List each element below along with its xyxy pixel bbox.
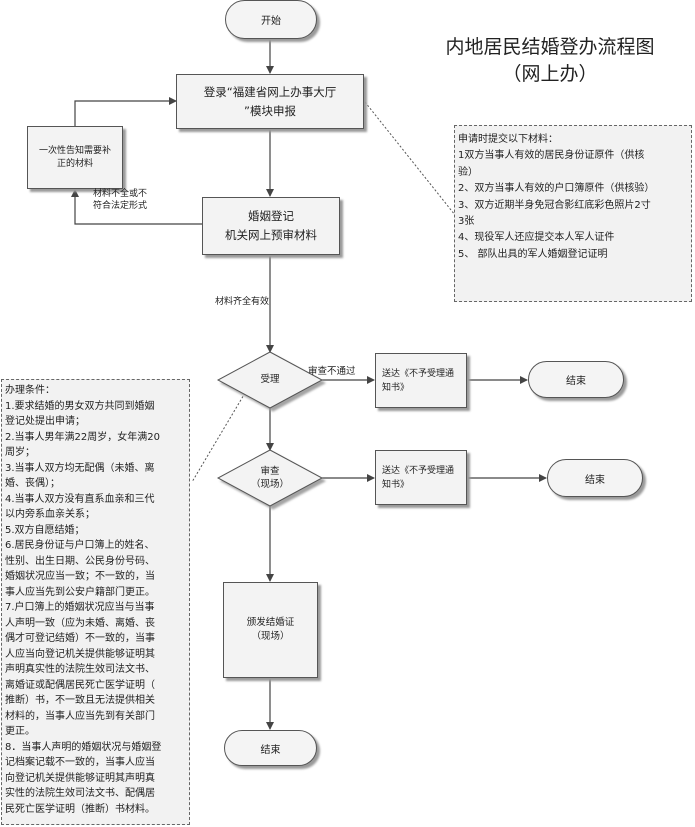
conditions-line-21: 推断）书，不一致且无法提供相关 — [5, 695, 155, 706]
end3-label: 结束 — [260, 744, 281, 756]
accept-text: 受理 — [260, 374, 280, 385]
reject2-line-1: 送达《不予受理通 — [382, 465, 455, 476]
diagram-title: 内地居民结婚登办流程图 （网上办） — [410, 34, 690, 88]
end1-node: 结束 — [528, 361, 624, 398]
issue-node: 颁发结婚证 （现场） — [223, 582, 318, 678]
precheck-line-1: 婚姻登记 — [248, 209, 294, 223]
materials-line-7: 4、现役军人还应提交本人军人证件 — [458, 232, 615, 244]
review-label: 审查 （现场） — [240, 465, 300, 491]
reject1-node: 送达《不予受理通 知书》 — [375, 353, 467, 408]
conditions-line-19: 声明真实性的法院生效司法文书、 — [5, 664, 155, 675]
conditions-line-7: 婚、丧偶）； — [5, 478, 60, 489]
login-line-2: ”模块申报 — [244, 103, 296, 118]
edge-precheck-notify — [71, 189, 202, 225]
materials-line-3: 验） — [458, 166, 478, 178]
notify-line-1: 一次性告知需要补 — [38, 145, 111, 156]
start-label: 开始 — [261, 16, 281, 27]
end2-node: 结束 — [547, 459, 643, 497]
conditions-line-24: 8．当事人声明的婚姻状况与婚姻登 — [5, 741, 162, 753]
conditions-line-2: 1.要求结婚的男女双方共同到婚姻 — [5, 400, 155, 412]
conditions-line-14: 事人应当先到公安户籍部门更正。 — [5, 586, 155, 598]
conditions-line-12: 性别、出生日期、公民身份号码、 — [5, 555, 155, 567]
end2-label: 结束 — [585, 474, 605, 486]
conditions-line-15: 7.户口簿上的婚姻状况应当与当事 — [5, 602, 155, 613]
complete-label: 材料齐全有效 — [215, 297, 270, 307]
conditions-note: 办理条件： 1.要求结婚的男女双方共同到婚姻 登记处提出申请； 2.当事人男年满… — [1, 379, 190, 825]
review-line-1: 审查 — [260, 466, 280, 477]
conditions-line-17: 偶才可登记结婚）不一致的，当事 — [5, 633, 155, 644]
conditions-line-27: 实性的法院生效司法文书、配偶居 — [5, 788, 155, 799]
conditions-line-16: 人声明一致（应为未婚、离婚、丧 — [5, 617, 155, 629]
issue-line-2: （现场） — [251, 631, 290, 642]
conditions-line-20: 离婚证或配偶居民死亡医学证明（ — [5, 679, 155, 691]
conditions-line-26: 向登记机关提供能够证明其声明真 — [5, 772, 155, 784]
precheck-line-2: 机关网上预审材料 — [225, 228, 317, 242]
reject2-node: 送达《不予受理通 知书》 — [375, 450, 467, 505]
end1-label: 结束 — [566, 376, 586, 387]
login-line-1: 登录“福建省网上办事大厅 — [203, 84, 337, 99]
materials-line-5: 3、双方近期半身免冠合影红底彩色照片2寸 — [458, 199, 651, 211]
notify-node: 一次性告知需要补 正的材料 — [27, 126, 123, 189]
conditions-line-18: 人应当向登记机关提供能够证明其 — [5, 648, 155, 660]
edge-accept-conditions-note — [191, 392, 246, 483]
materials-note: 申请时提交以下材料： 1双方当事人有效的居民身份证原件（供核 验） 2、双方当事… — [454, 125, 692, 302]
conditions-line-13: 婚姻状况应当一致；不一致的，当 — [5, 571, 155, 582]
not-pass-label: 审查不通过 — [308, 366, 356, 377]
conditions-line-28: 民死亡医学证明（推断）书材料。 — [5, 803, 155, 815]
conditions-line-9: 以内旁系血亲关系； — [5, 509, 95, 520]
accept-label: 受理 — [240, 373, 300, 386]
materials-line-8: 5、 部队出具的军人婚姻登记证明 — [458, 248, 608, 260]
reject2-line-2: 知书》 — [382, 479, 410, 490]
end3-node: 结束 — [224, 730, 317, 766]
materials-line-4: 2、双方当事人有效的户口簿原件（供核验） — [458, 183, 655, 195]
accept-diamond — [216, 351, 324, 409]
reject1-line-2: 知书》 — [382, 382, 410, 393]
conditions-line-4: 2.当事人男年满22周岁，女年满20 — [5, 431, 160, 443]
materials-line-6: 3张 — [458, 216, 475, 228]
conditions-line-10: 5.双方自愿结婚； — [5, 524, 85, 536]
title-line-2: （网上办） — [502, 63, 598, 85]
conditions-line-23: 更正。 — [5, 726, 35, 737]
materials-line-1: 申请时提交以下材料： — [458, 134, 558, 145]
materials-line-2: 1双方当事人有效的居民身份证原件（供核 — [458, 150, 645, 162]
incomplete-line-1: 材料不全或不 — [93, 189, 148, 199]
edge-notify-login — [74, 97, 177, 126]
title-line-1: 内地居民结婚登办流程图 — [445, 36, 655, 58]
conditions-line-8: 4.当事人双方没有直系血亲和三代 — [5, 493, 155, 505]
incomplete-line-2: 符合法定形式 — [93, 201, 148, 211]
edge-login-materials-note — [364, 101, 456, 216]
start-node: 开始 — [225, 0, 317, 39]
conditions-line-6: 3.当事人双方均无配偶（未婚、离 — [5, 462, 155, 474]
edge-label-complete: 材料齐全有效 — [215, 296, 269, 308]
edge-label-incomplete: 材料不全或不 符合法定形式 — [93, 188, 147, 212]
precheck-node: 婚姻登记 机关网上预审材料 — [202, 197, 340, 255]
conditions-line-25: 记档案记载不一致的，当事人应当 — [5, 757, 155, 768]
conditions-line-22: 材料的，当事人应当先到有关部门 — [5, 710, 155, 722]
login-node: 登录“福建省网上办事大厅 ”模块申报 — [176, 74, 364, 129]
review-line-2: （现场） — [250, 479, 289, 490]
issue-line-1: 颁发结婚证 — [246, 617, 295, 628]
conditions-line-5: 周岁； — [5, 447, 35, 458]
review-diamond — [216, 449, 324, 507]
conditions-line-1: 办理条件： — [5, 385, 55, 396]
conditions-line-11: 6.居民身份证与户口簿上的姓名、 — [5, 540, 155, 551]
edge-label-not-pass: 审查不通过 — [308, 366, 356, 378]
reject1-line-1: 送达《不予受理通 — [382, 368, 455, 379]
notify-line-2: 正的材料 — [56, 158, 93, 169]
conditions-line-3: 登记处提出申请； — [5, 416, 85, 427]
